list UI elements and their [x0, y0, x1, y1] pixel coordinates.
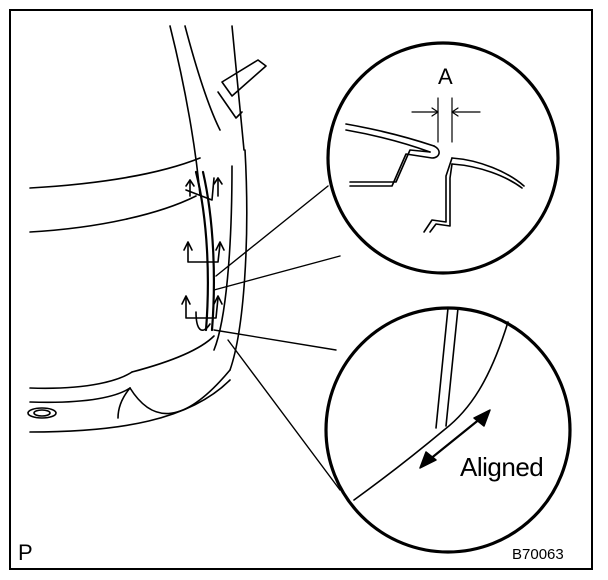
gap-a-label: A	[438, 64, 453, 89]
detail-callout-gap	[213, 41, 560, 291]
detail-callout-aligned	[213, 306, 572, 554]
aligned-label: Aligned	[460, 452, 544, 482]
figure-code: B70063	[512, 546, 564, 563]
clip-arrows	[181, 177, 225, 332]
bumper-seam	[194, 170, 216, 332]
corner-mark: P	[18, 540, 33, 565]
vehicle-body	[27, 25, 267, 433]
